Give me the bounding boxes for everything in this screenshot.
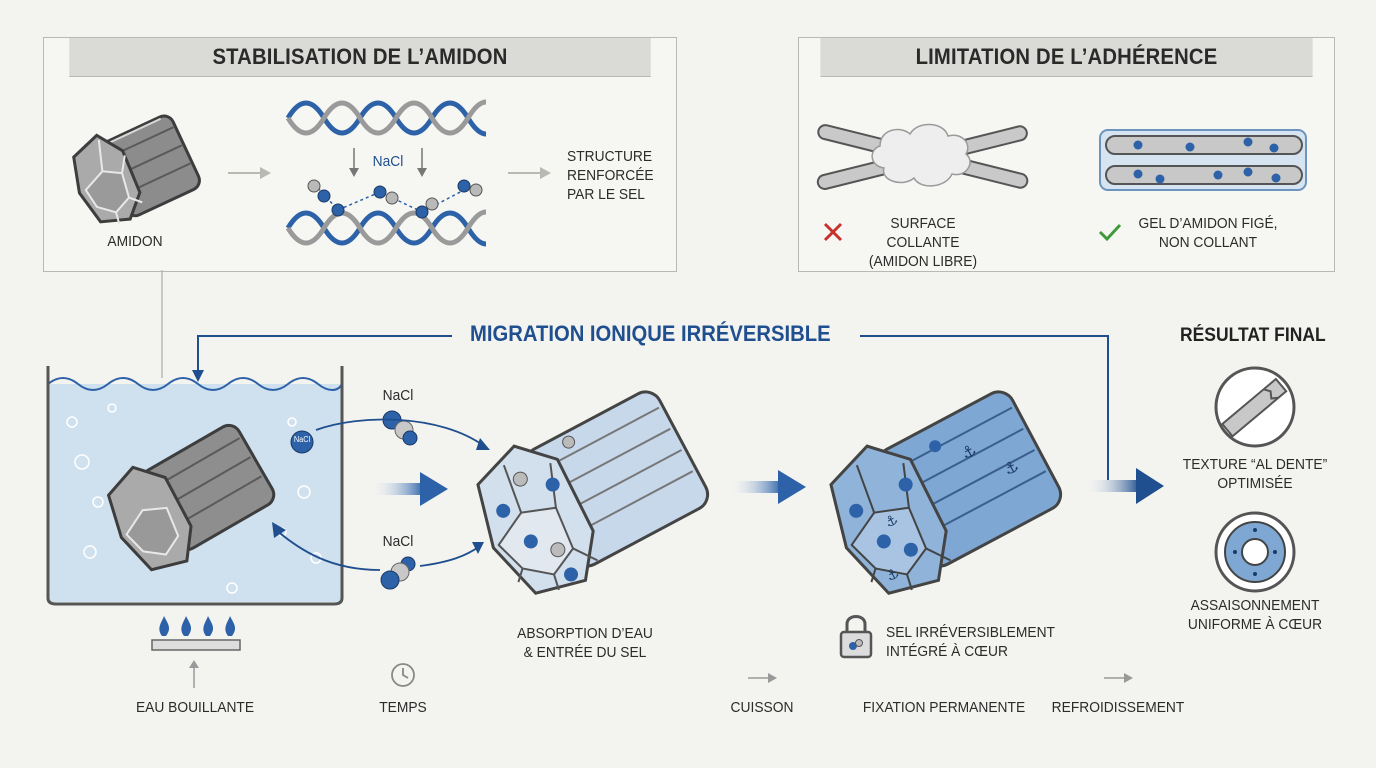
big-arrow-icon — [1084, 468, 1164, 504]
flame-icon — [151, 616, 241, 651]
starch-label: AMIDON — [107, 233, 163, 250]
reinforced-helix-icon — [285, 179, 487, 247]
up-arrow-icon — [189, 660, 199, 688]
ion-pair-icon — [382, 410, 418, 446]
nacl-bottom-label: NaCl — [382, 533, 414, 550]
seasoning-icon — [1214, 511, 1296, 593]
down-arrow-icon — [417, 148, 427, 177]
fixed-noodle-icon: ⚓ ⚓ ⚓ ⚓ — [829, 390, 1063, 595]
lock-icon — [839, 615, 873, 659]
seasoning-label: ASSAISONNEMENT UNIFORME À CŒUR — [1187, 597, 1323, 633]
double-helix-icon — [285, 99, 487, 137]
big-arrow-icon — [728, 470, 806, 504]
check-icon — [1098, 223, 1122, 242]
stabilisation-title: STABILISATION DE L’AMIDON — [69, 38, 651, 77]
clock-icon — [391, 663, 415, 687]
ion-badge-label: NaCl — [293, 435, 311, 444]
absorbing-noodle-icon — [476, 390, 710, 595]
absorption-label: ABSORPTION D’EAU & ENTRÉE DU SEL — [517, 625, 653, 661]
timeline-cooling: REFROIDISSEMENT — [1051, 699, 1185, 716]
adherence-title: LIMITATION DE L’ADHÉRENCE — [820, 38, 1313, 77]
gel-noodles-icon — [1099, 129, 1307, 191]
arrow-icon — [508, 167, 551, 179]
connector-line — [161, 270, 163, 378]
texture-label: TEXTURE “AL DENTE” OPTIMISÉE — [1182, 456, 1328, 492]
ion-pair-icon — [380, 556, 416, 590]
arrow-icon — [748, 673, 777, 683]
timeline-boiling: EAU BOUILLANTE — [135, 699, 255, 716]
sticky-surface-label: SURFACE COLLANTE (AMIDON LIBRE) — [868, 215, 978, 270]
down-arrow-icon — [349, 148, 359, 177]
result-title: RÉSULTAT FINAL — [1180, 325, 1326, 346]
nacl-top-label: NaCl — [382, 387, 414, 404]
al-dente-icon — [1214, 366, 1296, 448]
starch-cylinder-icon — [72, 114, 201, 225]
timeline-cooking: CUISSON — [730, 699, 794, 716]
nacl-label: NaCl — [372, 153, 404, 170]
migration-bracket — [192, 335, 1109, 480]
arrow-icon — [228, 167, 271, 179]
timeline-fixation: FIXATION PERMANENTE — [862, 699, 1026, 716]
structure-label: STRUCTURE RENFORCÉE PAR LE SEL — [567, 148, 654, 203]
timeline-time: TEMPS — [379, 699, 427, 716]
flow-arrows — [272, 418, 490, 571]
migration-title: MIGRATION IONIQUE IRRÉVERSIBLE — [470, 321, 831, 346]
ion-badge-icon — [290, 430, 314, 454]
gel-label: GEL D’AMIDON FIGÉ, NON COLLANT — [1138, 215, 1278, 251]
cross-icon — [823, 222, 843, 242]
big-arrow-icon — [370, 472, 448, 506]
arrow-icon — [1104, 673, 1133, 683]
lock-label: SEL IRRÉVERSIBLEMENT INTÉGRÉ À CŒUR — [886, 624, 1055, 660]
starch-in-water-icon — [106, 423, 276, 572]
sticky-noodles-icon — [816, 123, 1029, 190]
